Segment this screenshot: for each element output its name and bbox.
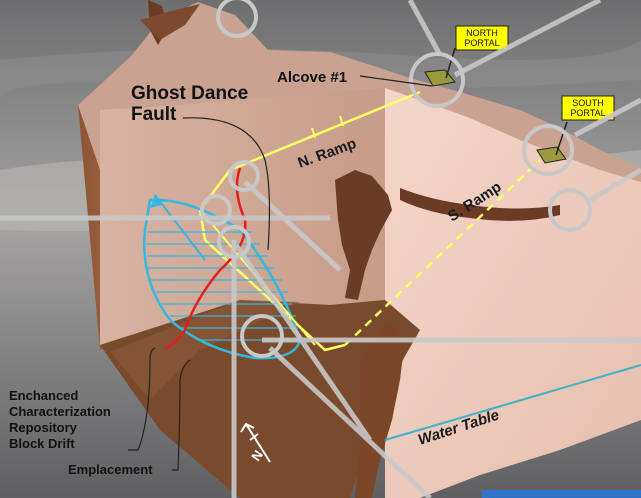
emplacement-label: Emplacement (68, 462, 153, 477)
north-portal-label-1: NORTH (466, 28, 498, 38)
south-portal-label-2: PORTAL (570, 108, 605, 118)
fault-label-line-2: Fault (131, 104, 177, 125)
north-portal-label-2: PORTAL (464, 38, 499, 48)
ecrb-label-line-4: Block Drift (9, 436, 75, 451)
south-portal-label-1: SOUTH (572, 98, 604, 108)
ecrb-label-line-3: Repository (9, 420, 78, 435)
corner-bar (482, 490, 641, 498)
alcove-label: Alcove #1 (277, 69, 347, 86)
ecrb-label-line-1: Enchanced (9, 388, 78, 403)
fault-label-line-1: Ghost Dance (131, 83, 248, 104)
ecrb-label-line-2: Characterization (9, 404, 111, 419)
